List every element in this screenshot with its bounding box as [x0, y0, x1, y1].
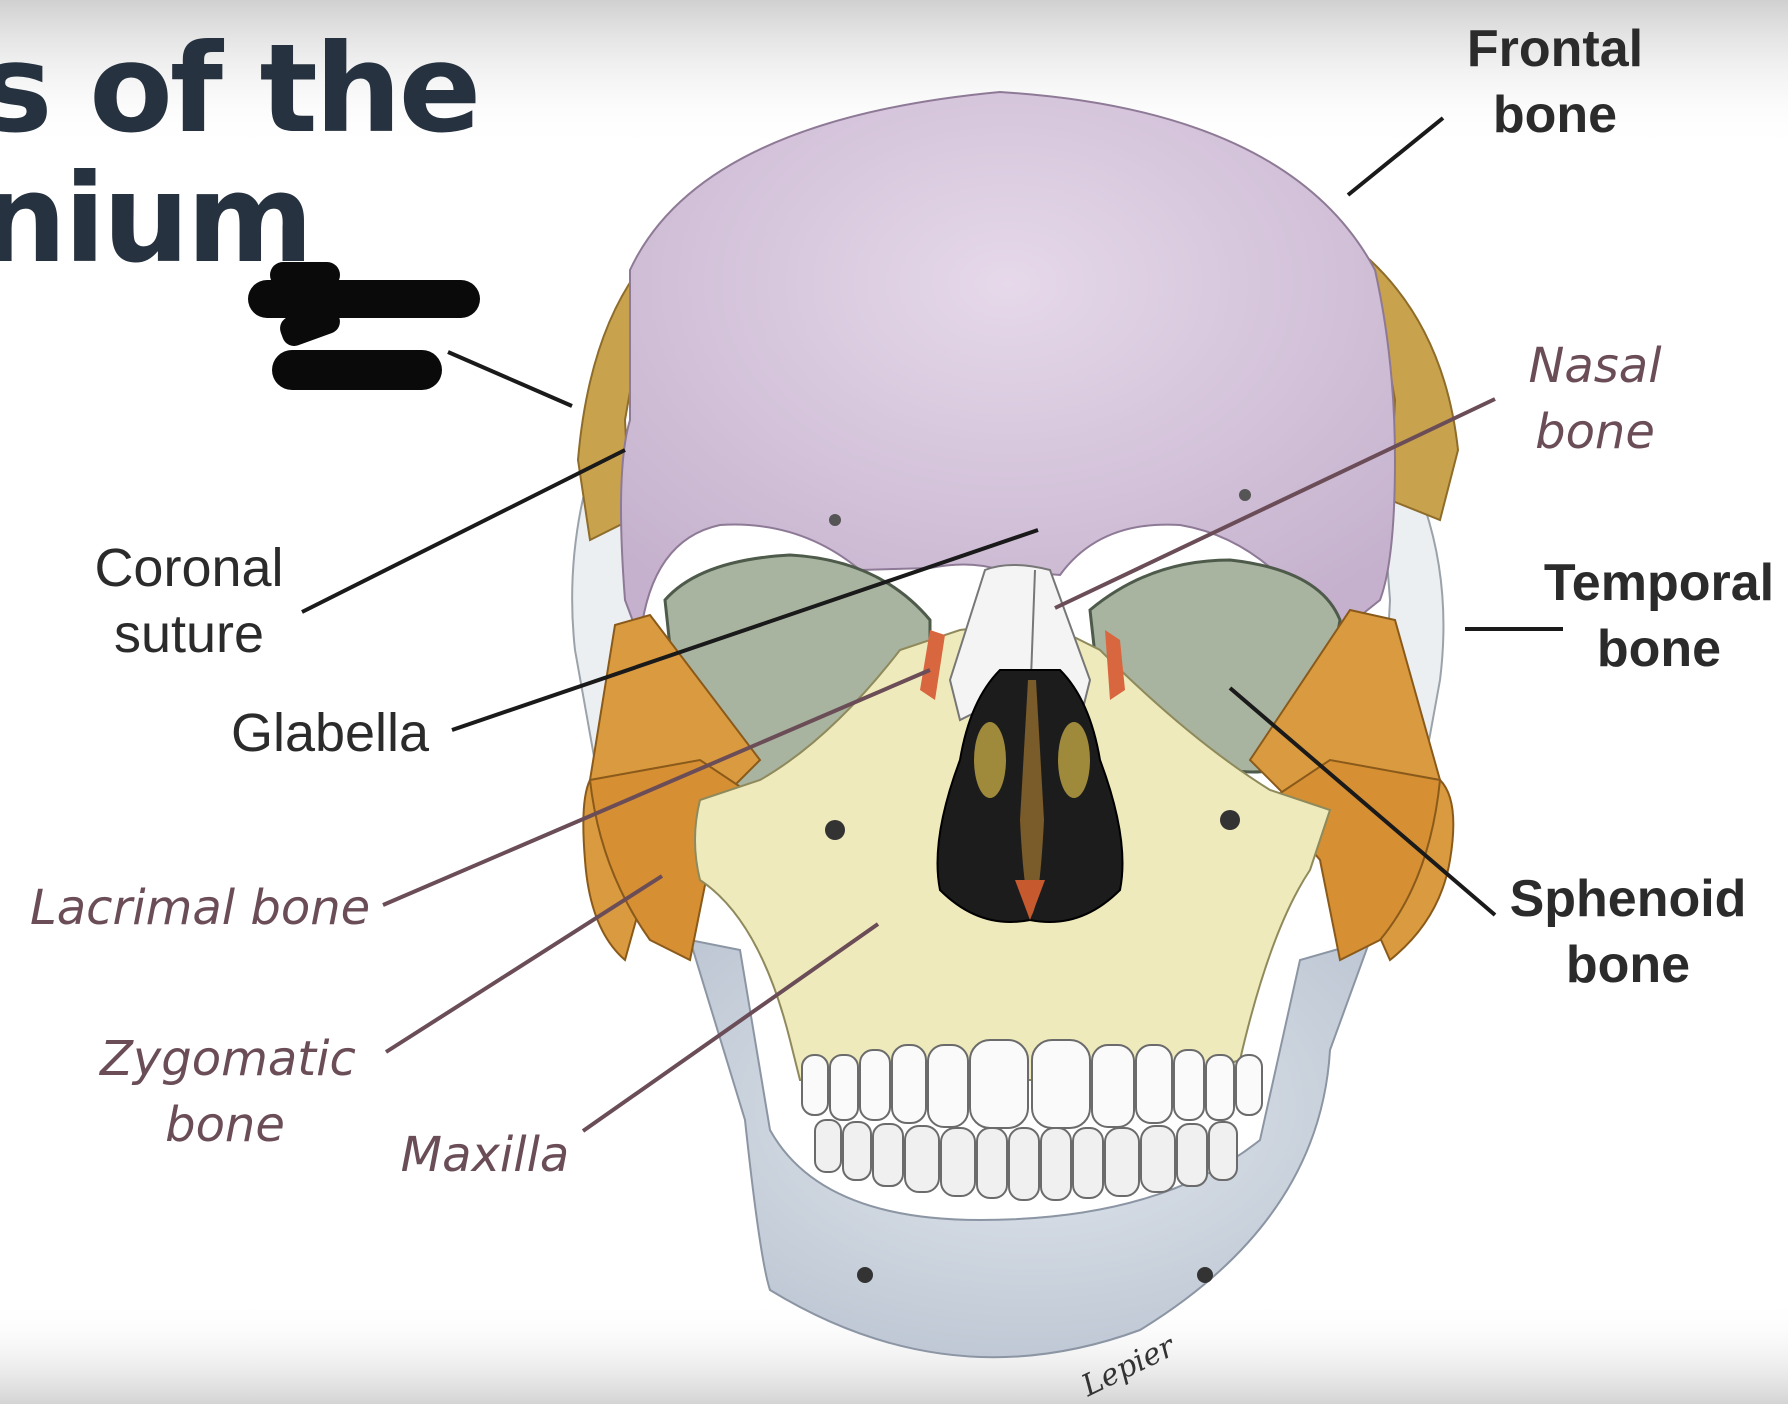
supraorbital-notch-right [1239, 489, 1251, 501]
label-coronal-line2: suture [113, 604, 265, 664]
lacrimal-bone-left [920, 630, 945, 700]
label-sphenoid-line2: bone [1565, 936, 1691, 994]
label-sphenoid-line1: Sphenoid [1509, 870, 1747, 928]
label-nasal-bone: Nasal bone [1495, 333, 1695, 465]
label-glabella: Glabella [230, 703, 430, 763]
leader-nasal [1054, 397, 1496, 610]
lower-teeth [814, 1119, 1238, 1201]
anterior-nasal-spine [1015, 880, 1045, 920]
leader-frontal [1346, 116, 1445, 197]
mental-foramen-left [857, 1267, 873, 1283]
frontal-bone [620, 90, 1397, 642]
leader-sphenoid [1228, 686, 1497, 917]
parietal-bone-right [1368, 257, 1460, 522]
leader-coronal [301, 448, 626, 614]
label-temporal-bone: Temporal bone [1535, 550, 1783, 682]
infraorbital-foramen-right [1220, 810, 1240, 830]
slide-title-line-1: s of the [0, 18, 481, 160]
leader-parietal [447, 350, 573, 408]
label-nasal-line1: Nasal [1528, 338, 1662, 394]
leader-lines-dark [301, 116, 1563, 917]
supraorbital-notch-left [829, 514, 841, 526]
leader-lacrimal [382, 668, 931, 907]
redaction-scribble [248, 262, 480, 390]
label-zygomatic-line1: Zygomatic [100, 1031, 356, 1087]
upper-teeth [801, 1039, 1263, 1129]
leader-zygomatic [384, 874, 664, 1054]
label-frontal-line2: bone [1492, 86, 1618, 144]
label-coronal-line1: Coronal [94, 538, 284, 598]
label-zygomatic-bone: Zygomatic bone [100, 1026, 356, 1158]
label-maxilla: Maxilla [400, 1127, 570, 1183]
leader-glabella [451, 528, 1039, 732]
leader-maxilla [581, 922, 880, 1133]
mandible [688, 938, 1372, 1359]
label-zygomatic-line2: bone [165, 1097, 285, 1153]
slide-title-line-2: nium [0, 148, 314, 290]
leader-lines-mauve [382, 397, 1496, 1133]
mental-foramen-right [1197, 1267, 1213, 1283]
infraorbital-foramen-left [825, 820, 845, 840]
nasal-concha-right [1058, 722, 1090, 798]
label-temporal-line2: bone [1596, 620, 1722, 678]
label-sphenoid-bone: Sphenoid bone [1500, 866, 1756, 998]
nasal-concha-left [974, 722, 1006, 798]
label-frontal-line1: Frontal [1466, 20, 1644, 78]
label-nasal-line2: bone [1535, 404, 1655, 460]
label-coronal-suture: Coronal suture [70, 535, 308, 667]
label-temporal-line1: Temporal [1543, 554, 1775, 612]
lacrimal-bone-right [1105, 630, 1125, 700]
label-lacrimal-bone: Lacrimal bone [30, 880, 371, 936]
nasal-septum [1020, 680, 1044, 915]
label-frontal-bone: Frontal bone [1440, 16, 1670, 148]
